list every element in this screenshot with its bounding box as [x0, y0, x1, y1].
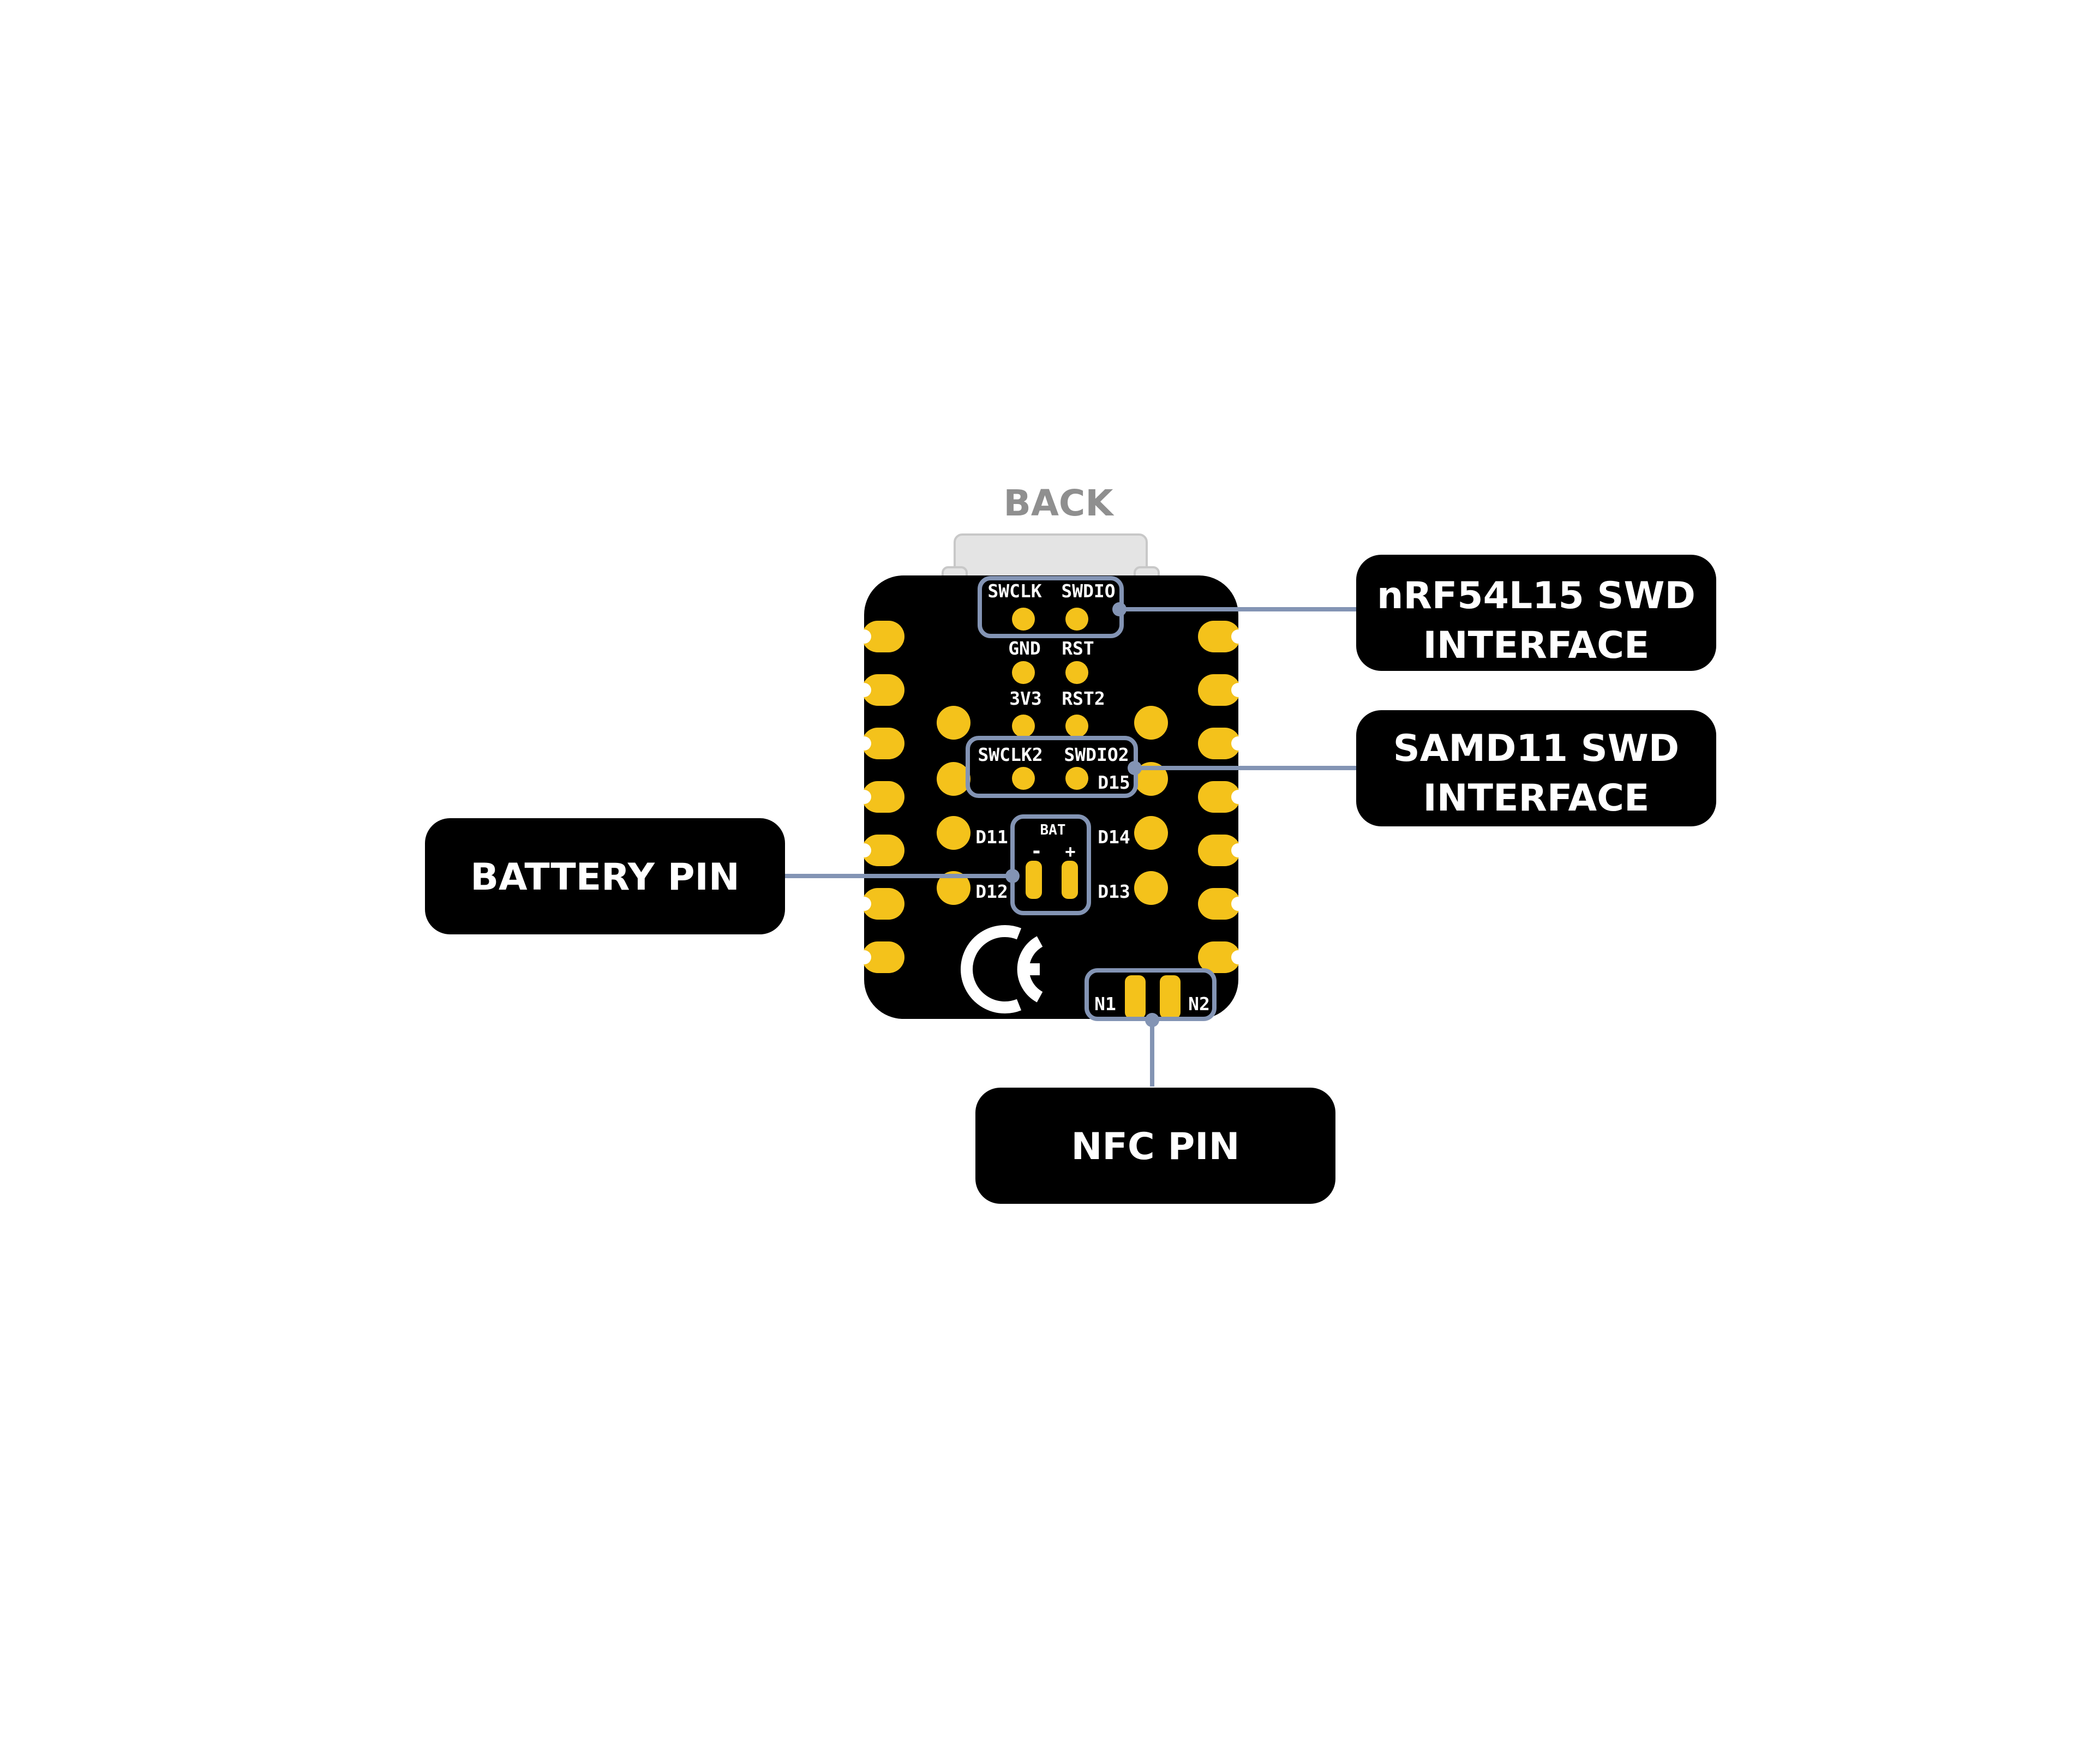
silk-rst: RST	[1062, 638, 1094, 659]
left-edge-pad-holes	[857, 629, 871, 964]
nfc-n2-pad	[1160, 975, 1181, 1019]
callout-battery-text: BATTERY PIN	[470, 856, 740, 899]
battery-pads: BAT - +	[1026, 822, 1078, 899]
silk-d15: D15	[1098, 772, 1130, 793]
silk-d11: D11	[975, 826, 1008, 848]
left-edge-pads	[862, 621, 904, 973]
callout-nrf-swd-line1: nRF54L15 SWD	[1377, 574, 1695, 617]
inner-large-pads	[937, 706, 1168, 905]
callout-nrf-swd: nRF54L15 SWD INTERFACE	[1356, 555, 1716, 671]
callout-samd-swd: SAMD11 SWD INTERFACE	[1356, 710, 1716, 826]
silk-bat-plus: +	[1065, 841, 1075, 862]
silk-n2: N2	[1188, 993, 1210, 1015]
pad-rst2	[1065, 715, 1088, 737]
bat-minus-pad	[1026, 861, 1042, 899]
silkscreen-labels: SWCLK SWDIO GND RST 3V3 RST2 SWCLK2 SWDI…	[975, 580, 1210, 1015]
test-pads	[1012, 608, 1088, 790]
silk-d13: D13	[1098, 881, 1130, 902]
silk-n1: N1	[1094, 993, 1116, 1015]
pad-rst	[1065, 661, 1088, 684]
silk-swclk: SWCLK	[987, 580, 1041, 602]
callout-samd-swd-line1: SAMD11 SWD	[1393, 727, 1679, 770]
pad-swdio	[1065, 608, 1088, 631]
callout-samd-swd-line2: INTERFACE	[1423, 777, 1649, 820]
ce-logo: CE	[961, 925, 1043, 1013]
pad-swclk2	[1012, 767, 1035, 790]
leader-dots	[1005, 602, 1159, 1027]
view-label: BACK	[1004, 482, 1115, 524]
callout-nfc: NFC PIN	[975, 1088, 1335, 1204]
silk-swdio: SWDIO	[1061, 580, 1115, 602]
pad-swdio2	[1065, 767, 1088, 790]
leader-lines	[783, 607, 1358, 1087]
silk-swdio2: SWDIO2	[1064, 744, 1129, 765]
nfc-pads	[1125, 975, 1181, 1019]
right-edge-pad-holes	[1231, 629, 1245, 964]
callout-battery: BATTERY PIN	[425, 818, 785, 934]
pad-gnd	[1012, 661, 1035, 684]
battery-outline	[1010, 814, 1091, 915]
silk-gnd: GND	[1008, 638, 1041, 659]
silk-d12: D12	[975, 881, 1008, 902]
pad-swclk	[1012, 608, 1035, 631]
callout-nrf-swd-line2: INTERFACE	[1423, 624, 1649, 667]
silk-d14: D14	[1098, 826, 1130, 848]
callout-nfc-text: NFC PIN	[1071, 1125, 1240, 1168]
nfc-n1-pad	[1125, 975, 1146, 1019]
silk-bat-minus: -	[1030, 840, 1043, 862]
pad-3v3	[1012, 715, 1035, 737]
right-edge-pads	[1198, 621, 1241, 973]
bat-plus-pad	[1062, 861, 1078, 899]
silk-rst2: RST2	[1062, 688, 1105, 709]
silk-3v3: 3V3	[1009, 688, 1042, 709]
silk-swclk2: SWCLK2	[978, 744, 1043, 765]
silk-bat: BAT	[1040, 822, 1066, 838]
